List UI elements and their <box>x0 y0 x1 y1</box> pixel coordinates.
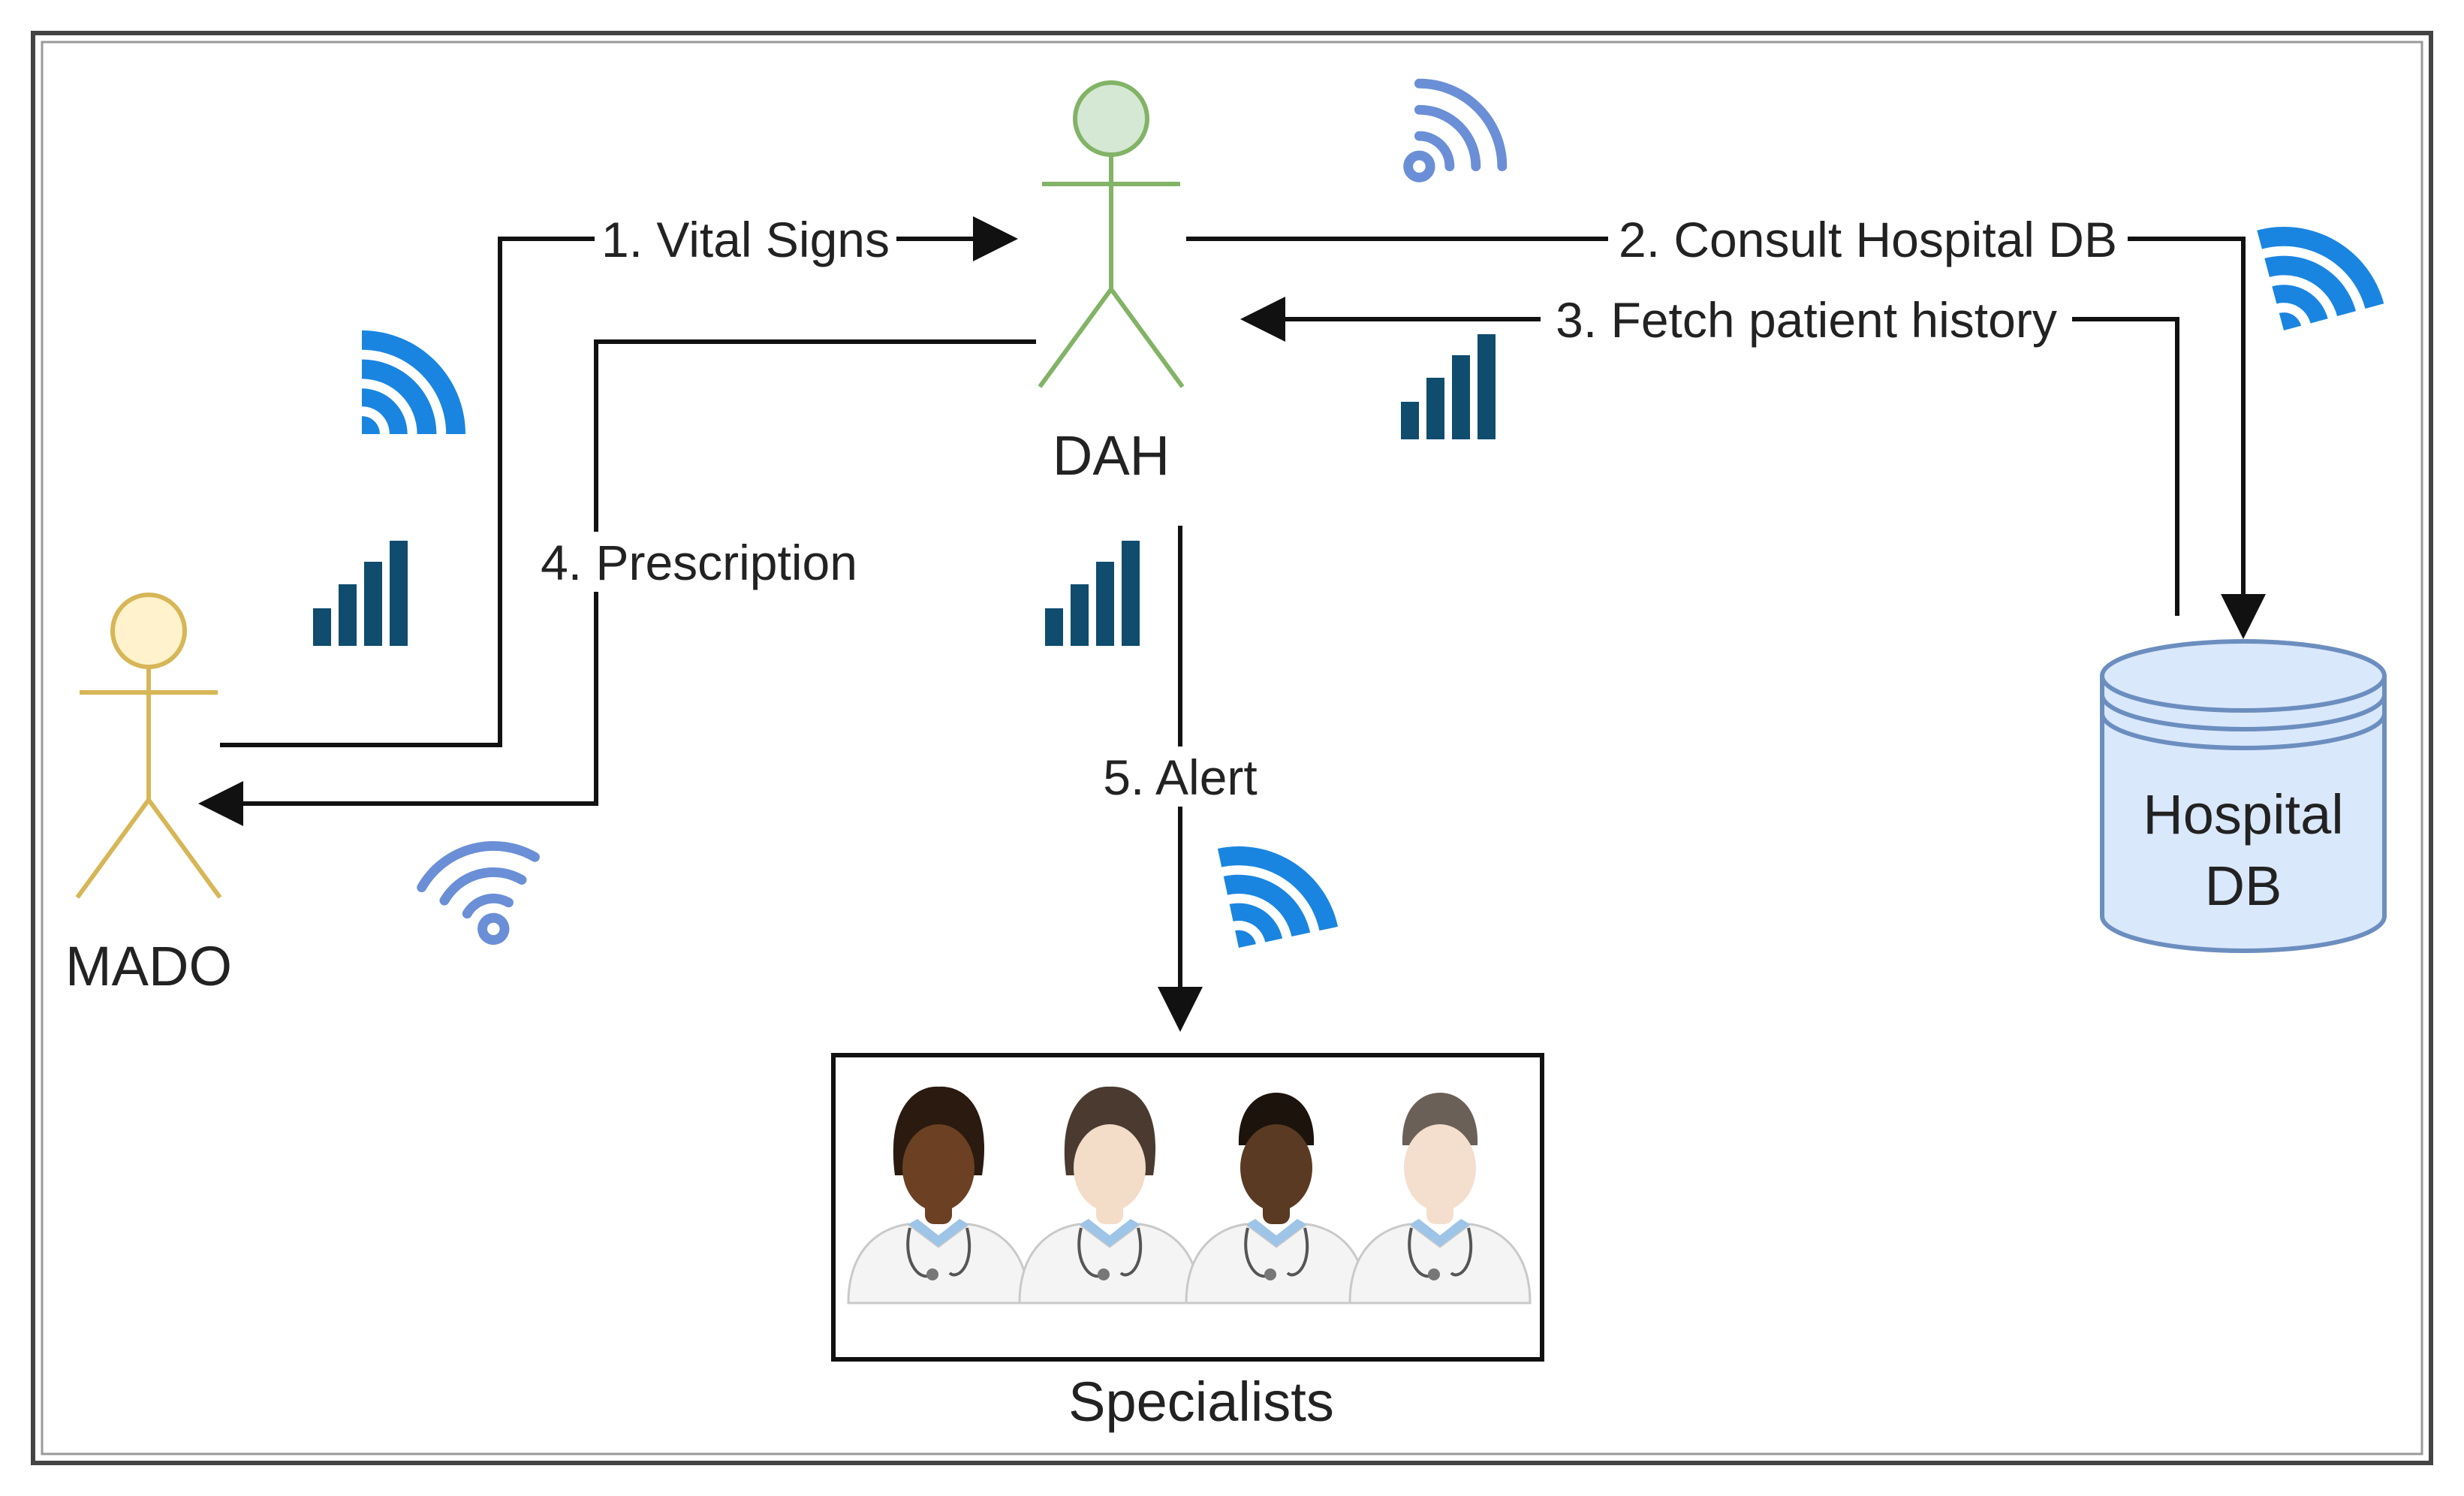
db-label-line2: DB <box>2205 855 2282 917</box>
wifi-icon <box>362 330 465 434</box>
doctor-icon-2 <box>1018 1086 1201 1304</box>
mado-head <box>110 593 187 669</box>
dah-leg-left <box>1038 288 1113 388</box>
db-cylinder-top <box>2100 639 2387 713</box>
vital-signs-label: 1. Vital Signs <box>601 212 890 267</box>
doctor-icon-3 <box>1185 1093 1368 1304</box>
doctor-icon-1 <box>847 1086 1030 1304</box>
fetch-history-label: 3. Fetch patient history <box>1556 292 2057 348</box>
wifi-outline-icon <box>1408 83 1502 177</box>
mado-leg-right <box>146 798 222 899</box>
alert-label-bg <box>1092 746 1269 807</box>
diagram-frame <box>31 31 2433 1465</box>
signal-bars-icon <box>1045 541 1140 646</box>
dah-head <box>1073 80 1149 157</box>
consult-db-arrow <box>1186 237 2266 639</box>
prescription-label: 4. Prescription <box>541 535 857 590</box>
vital-signs-label-bg <box>595 209 896 269</box>
signal-bars-icon <box>313 541 408 646</box>
db-label-line1: Hospital <box>2143 783 2343 846</box>
mado-leg-left <box>75 798 151 899</box>
fetch-history-label-bg <box>1541 289 2072 349</box>
prescription-label-bg <box>530 532 868 592</box>
alert-label: 5. Alert <box>1103 750 1257 805</box>
specialists-label: Specialists <box>1068 1371 1334 1433</box>
specialists-group: Specialists <box>831 1053 1544 1433</box>
wifi-icon <box>1217 827 1339 948</box>
wifi-icon <box>2257 203 2384 330</box>
wifi-outline-icon <box>416 816 544 944</box>
signal-bars-icon <box>1401 334 1496 439</box>
dah-label: DAH <box>1053 424 1170 487</box>
fetch-history-arrow <box>1240 297 2179 616</box>
db-ring-2 <box>2100 713 2387 750</box>
dah-actor: DAH <box>1038 80 1185 487</box>
vital-signs-arrow <box>220 216 1018 747</box>
dah-leg-right <box>1109 288 1185 388</box>
db-ring-1 <box>2100 694 2387 731</box>
consult-db-label: 2. Consult Hospital DB <box>1619 212 2117 267</box>
diagram-frame-inner <box>41 41 2423 1455</box>
doctor-icon-4 <box>1348 1093 1532 1304</box>
consult-db-label-bg <box>1608 209 2128 269</box>
hospital-db: Hospital DB <box>2100 639 2387 953</box>
mado-actor: MADO <box>65 593 232 997</box>
mado-label: MADO <box>65 935 232 997</box>
